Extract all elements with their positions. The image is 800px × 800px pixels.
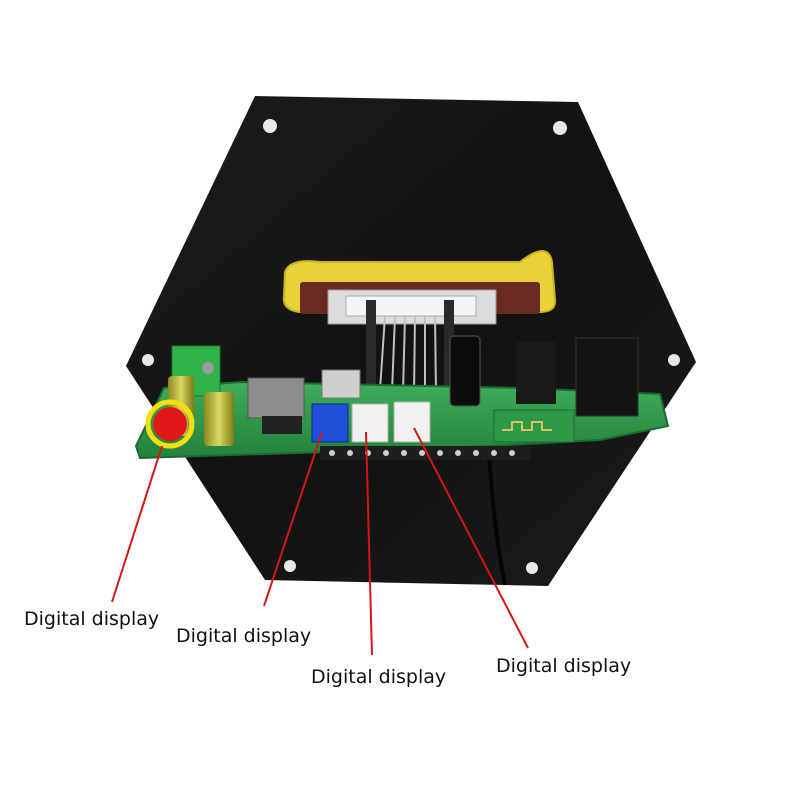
- support-post: [444, 300, 454, 395]
- pin-header-pins: [329, 450, 515, 456]
- screw-hole: [263, 119, 277, 133]
- callout-label: Digital display: [496, 655, 632, 677]
- electrolytic-capacitor: [204, 392, 234, 446]
- antenna-trace: [502, 421, 552, 431]
- screw-hole: [553, 121, 567, 135]
- red-button: [153, 407, 187, 441]
- screw-hole: [668, 354, 680, 366]
- white-connector: [351, 403, 389, 443]
- screw-hole: [142, 354, 154, 366]
- white-connector: [393, 401, 431, 443]
- callout-label: Digital display: [24, 608, 160, 630]
- screw-hole: [526, 562, 538, 574]
- support-post: [366, 300, 376, 395]
- audio-jack: [575, 337, 639, 417]
- chip: [262, 416, 302, 434]
- callout-label: Digital display: [311, 666, 447, 688]
- screw-hole: [284, 560, 296, 572]
- black-switch: [516, 342, 556, 404]
- bluetooth-module: [493, 409, 575, 443]
- usb-port: [321, 369, 361, 399]
- ribbon-wires: [379, 315, 437, 393]
- callout-lines: [111, 427, 529, 656]
- callout-label: Digital display: [176, 625, 312, 647]
- terminal-screw: [202, 362, 214, 374]
- hexagon-mounting-plate: [126, 96, 696, 586]
- sd-card-slot: [247, 377, 305, 419]
- display-pins-housing: [345, 295, 477, 317]
- yellow-highlight-ring: [145, 399, 195, 449]
- blue-connector: [311, 403, 349, 443]
- black-capacitor: [449, 335, 481, 407]
